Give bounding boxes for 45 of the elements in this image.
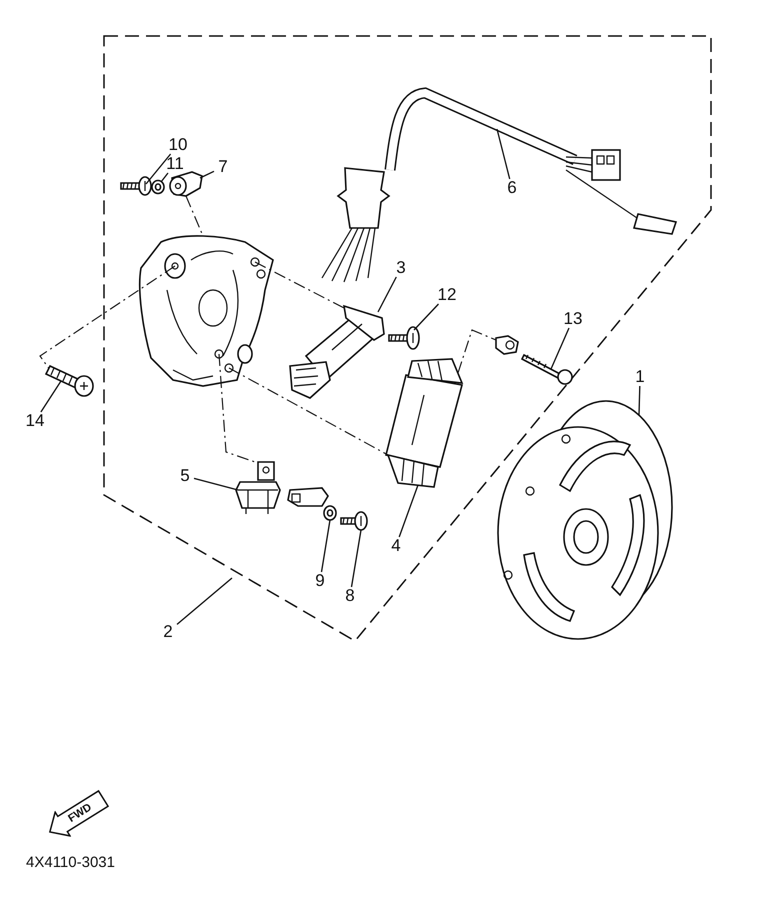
callout-number: 3: [392, 259, 410, 277]
leader-line: [398, 484, 419, 538]
arrow-label: FWD: [66, 800, 94, 826]
screw-drawing: [120, 176, 152, 196]
leader-line: [377, 276, 397, 312]
callout-number: 1: [631, 368, 649, 386]
screw-drawing: [46, 362, 96, 398]
callout-number: 13: [560, 310, 586, 328]
leader-line: [496, 128, 510, 180]
leader-line: [200, 170, 214, 179]
leader-line: [414, 304, 439, 330]
leader-line: [638, 386, 640, 416]
assembly-outline: [103, 35, 712, 642]
part-code: 4X4110-3031: [26, 856, 115, 870]
callout-number: 9: [311, 572, 329, 590]
leader-line: [320, 520, 331, 572]
callout-number: 6: [503, 179, 521, 197]
leader-line: [194, 478, 238, 491]
callout-number: 11: [162, 155, 188, 173]
callout-number: 12: [434, 286, 460, 304]
assembly-line: [457, 329, 496, 374]
pickup-coil-drawing: [234, 460, 282, 516]
callout-number: 8: [341, 587, 359, 605]
leader-line: [160, 172, 169, 182]
bracket-drawing: [286, 486, 330, 508]
callout-number: 4: [387, 537, 405, 555]
assembly-line: [39, 266, 176, 370]
callout-number: 5: [176, 467, 194, 485]
fitting-drawing: [494, 334, 520, 356]
leader-line: [146, 154, 172, 184]
screw-drawing: [340, 511, 368, 531]
callout-number: 14: [22, 412, 48, 430]
callout-number: 10: [165, 136, 191, 154]
leader-line: [350, 530, 362, 588]
assembly-line: [228, 368, 388, 456]
clamp-drawing: [166, 168, 204, 198]
washer-drawing: [322, 505, 338, 522]
leader-line: [550, 328, 570, 370]
leader-line: [176, 578, 232, 625]
assembly-line: [254, 262, 344, 308]
washer-drawing: [151, 180, 166, 194]
callout-number: 2: [159, 623, 177, 641]
callout-number: 7: [214, 158, 232, 176]
screw-drawing: [388, 326, 420, 350]
leader-line: [40, 380, 62, 412]
